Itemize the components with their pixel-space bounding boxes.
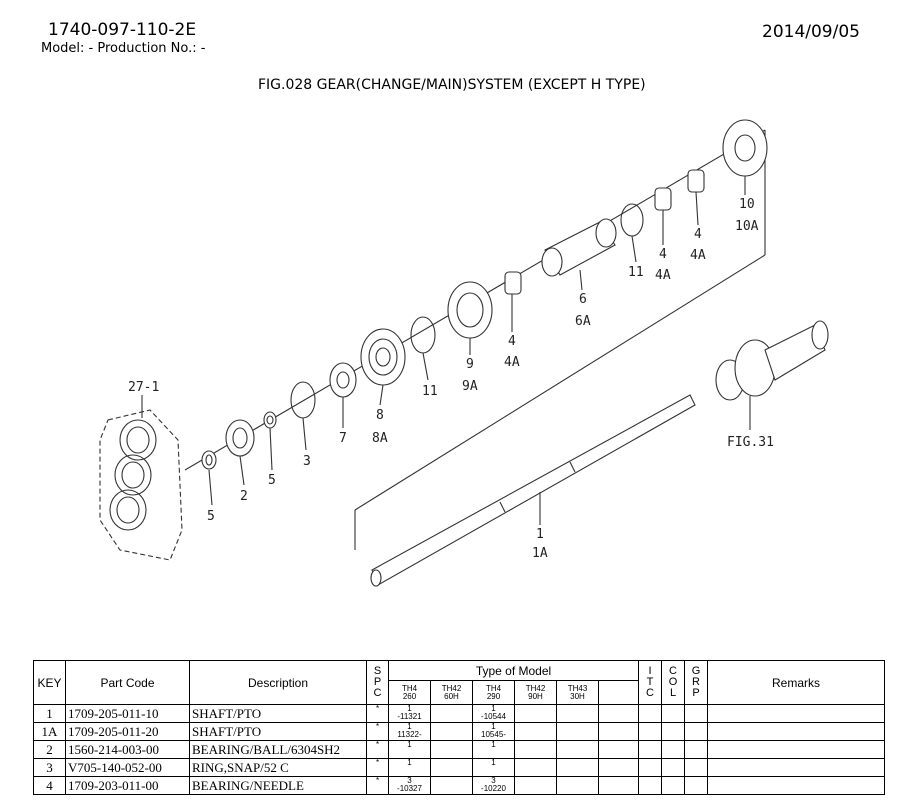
row-qty-model-3: 1 [472, 740, 515, 759]
row-part-code: 1560-214-003-00 [65, 740, 190, 759]
row-spc: * [366, 722, 389, 741]
row-key: 2 [33, 740, 66, 759]
housing-27-1 [99, 395, 183, 561]
table-row[interactable]: 4 1709-203-011-00 BEARING/NEEDLE * 3-103… [33, 776, 885, 795]
label-4-second: 4 [659, 247, 667, 262]
label-3: 3 [303, 454, 311, 469]
row-qty-model-1: 1 [388, 758, 431, 777]
label-4a-first: 4A [504, 355, 520, 370]
model-production-line: Model: - Production No.: - [41, 41, 206, 56]
label-2: 2 [240, 489, 248, 504]
label-11a: 11 [422, 384, 438, 399]
header-key: KEY [33, 660, 66, 705]
assembly-guide-line-mid [354, 254, 766, 511]
sleeve-6 [541, 218, 617, 277]
row-part-code: 1709-205-011-20 [65, 722, 190, 741]
model-column-blank [598, 680, 639, 705]
table-row[interactable]: 2 1560-214-003-00 BEARING/BALL/6304SH2 *… [33, 740, 885, 759]
gear-8 [360, 328, 406, 386]
row-key: 4 [33, 776, 66, 795]
needle-bearing-4b [654, 187, 672, 211]
document-number: 1740-097-110-2E [48, 20, 197, 40]
row-description: SHAFT/PTO [189, 704, 367, 723]
label-11b: 11 [628, 265, 644, 280]
label-6a: 6A [575, 314, 591, 329]
row-description: RING,SNAP/52 C [189, 758, 367, 777]
needle-bearing-4c [687, 169, 705, 193]
snap-ring-3 [290, 381, 316, 419]
row-description: BEARING/BALL/6304SH2 [189, 740, 367, 759]
label-27-1: 27-1 [128, 380, 159, 395]
label-8: 8 [376, 408, 384, 423]
label-10: 10 [739, 197, 755, 212]
header-description: Description [189, 660, 367, 705]
row-spc: * [366, 758, 389, 777]
label-9a: 9A [462, 379, 478, 394]
row-key: 1 [33, 704, 66, 723]
row-key: 3 [33, 758, 66, 777]
row-qty-model-3: 1-10544 [472, 704, 515, 723]
row-spc: * [366, 704, 389, 723]
collar-7 [329, 362, 357, 398]
row-qty-model-1: 1 [388, 740, 431, 759]
row-key: 1A [33, 722, 66, 741]
label-4a-third: 4A [690, 248, 706, 263]
label-4-first: 4 [508, 334, 516, 349]
table-row[interactable]: 3 V705-140-052-00 RING,SNAP/52 C * 1 1 [33, 758, 885, 777]
exploded-parts-diagram: 27-1 5 2 5 3 7 8 8A 11 9 9A 4 4A 6 6A 11… [99, 119, 829, 587]
figure-title: FIG.028 GEAR(CHANGE/MAIN)SYSTEM (EXCEPT … [258, 77, 646, 93]
row-description: SHAFT/PTO [189, 722, 367, 741]
label-5b: 5 [268, 473, 276, 488]
row-qty-model-3: 1 [472, 758, 515, 777]
label-4a-second: 4A [655, 268, 671, 283]
label-1: 1 [536, 527, 544, 542]
label-7: 7 [339, 431, 347, 446]
gear-10 [722, 119, 768, 177]
row-part-code: V705-140-052-00 [65, 758, 190, 777]
gear-9 [447, 281, 493, 339]
row-description: BEARING/NEEDLE [189, 776, 367, 795]
snap-ring-11b [620, 203, 644, 237]
label-10a: 10A [735, 219, 759, 234]
bearing-2 [225, 419, 255, 457]
row-part-code: 1709-203-011-00 [65, 776, 190, 795]
header-remarks: Remarks [707, 660, 885, 705]
row-part-code: 1709-205-011-10 [65, 704, 190, 723]
label-5a: 5 [207, 509, 215, 524]
shaft-assembly-fig31 [715, 320, 829, 401]
row-spc: * [366, 740, 389, 759]
header-part-code: Part Code [65, 660, 190, 705]
document-date: 2014/09/05 [762, 22, 860, 42]
label-4-third: 4 [694, 227, 702, 242]
label-8a: 8A [372, 431, 388, 446]
row-qty-model-1: 1-11321 [388, 704, 431, 723]
label-fig31: FIG.31 [727, 435, 774, 450]
label-1a: 1A [532, 546, 548, 561]
shaft-1 [370, 394, 696, 587]
label-6: 6 [579, 292, 587, 307]
label-9: 9 [466, 357, 474, 372]
row-spc: * [366, 776, 389, 795]
ring-5b [263, 411, 277, 429]
row-qty-model-1: 3-10327 [388, 776, 431, 795]
row-qty-model-3: 3-10220 [472, 776, 515, 795]
table-row[interactable]: 1 1709-205-011-10 SHAFT/PTO * 1-11321 1-… [33, 704, 885, 723]
ring-5a [201, 450, 217, 470]
needle-bearing-4a [504, 271, 522, 295]
header-type-of-model: Type of Model [388, 660, 639, 681]
